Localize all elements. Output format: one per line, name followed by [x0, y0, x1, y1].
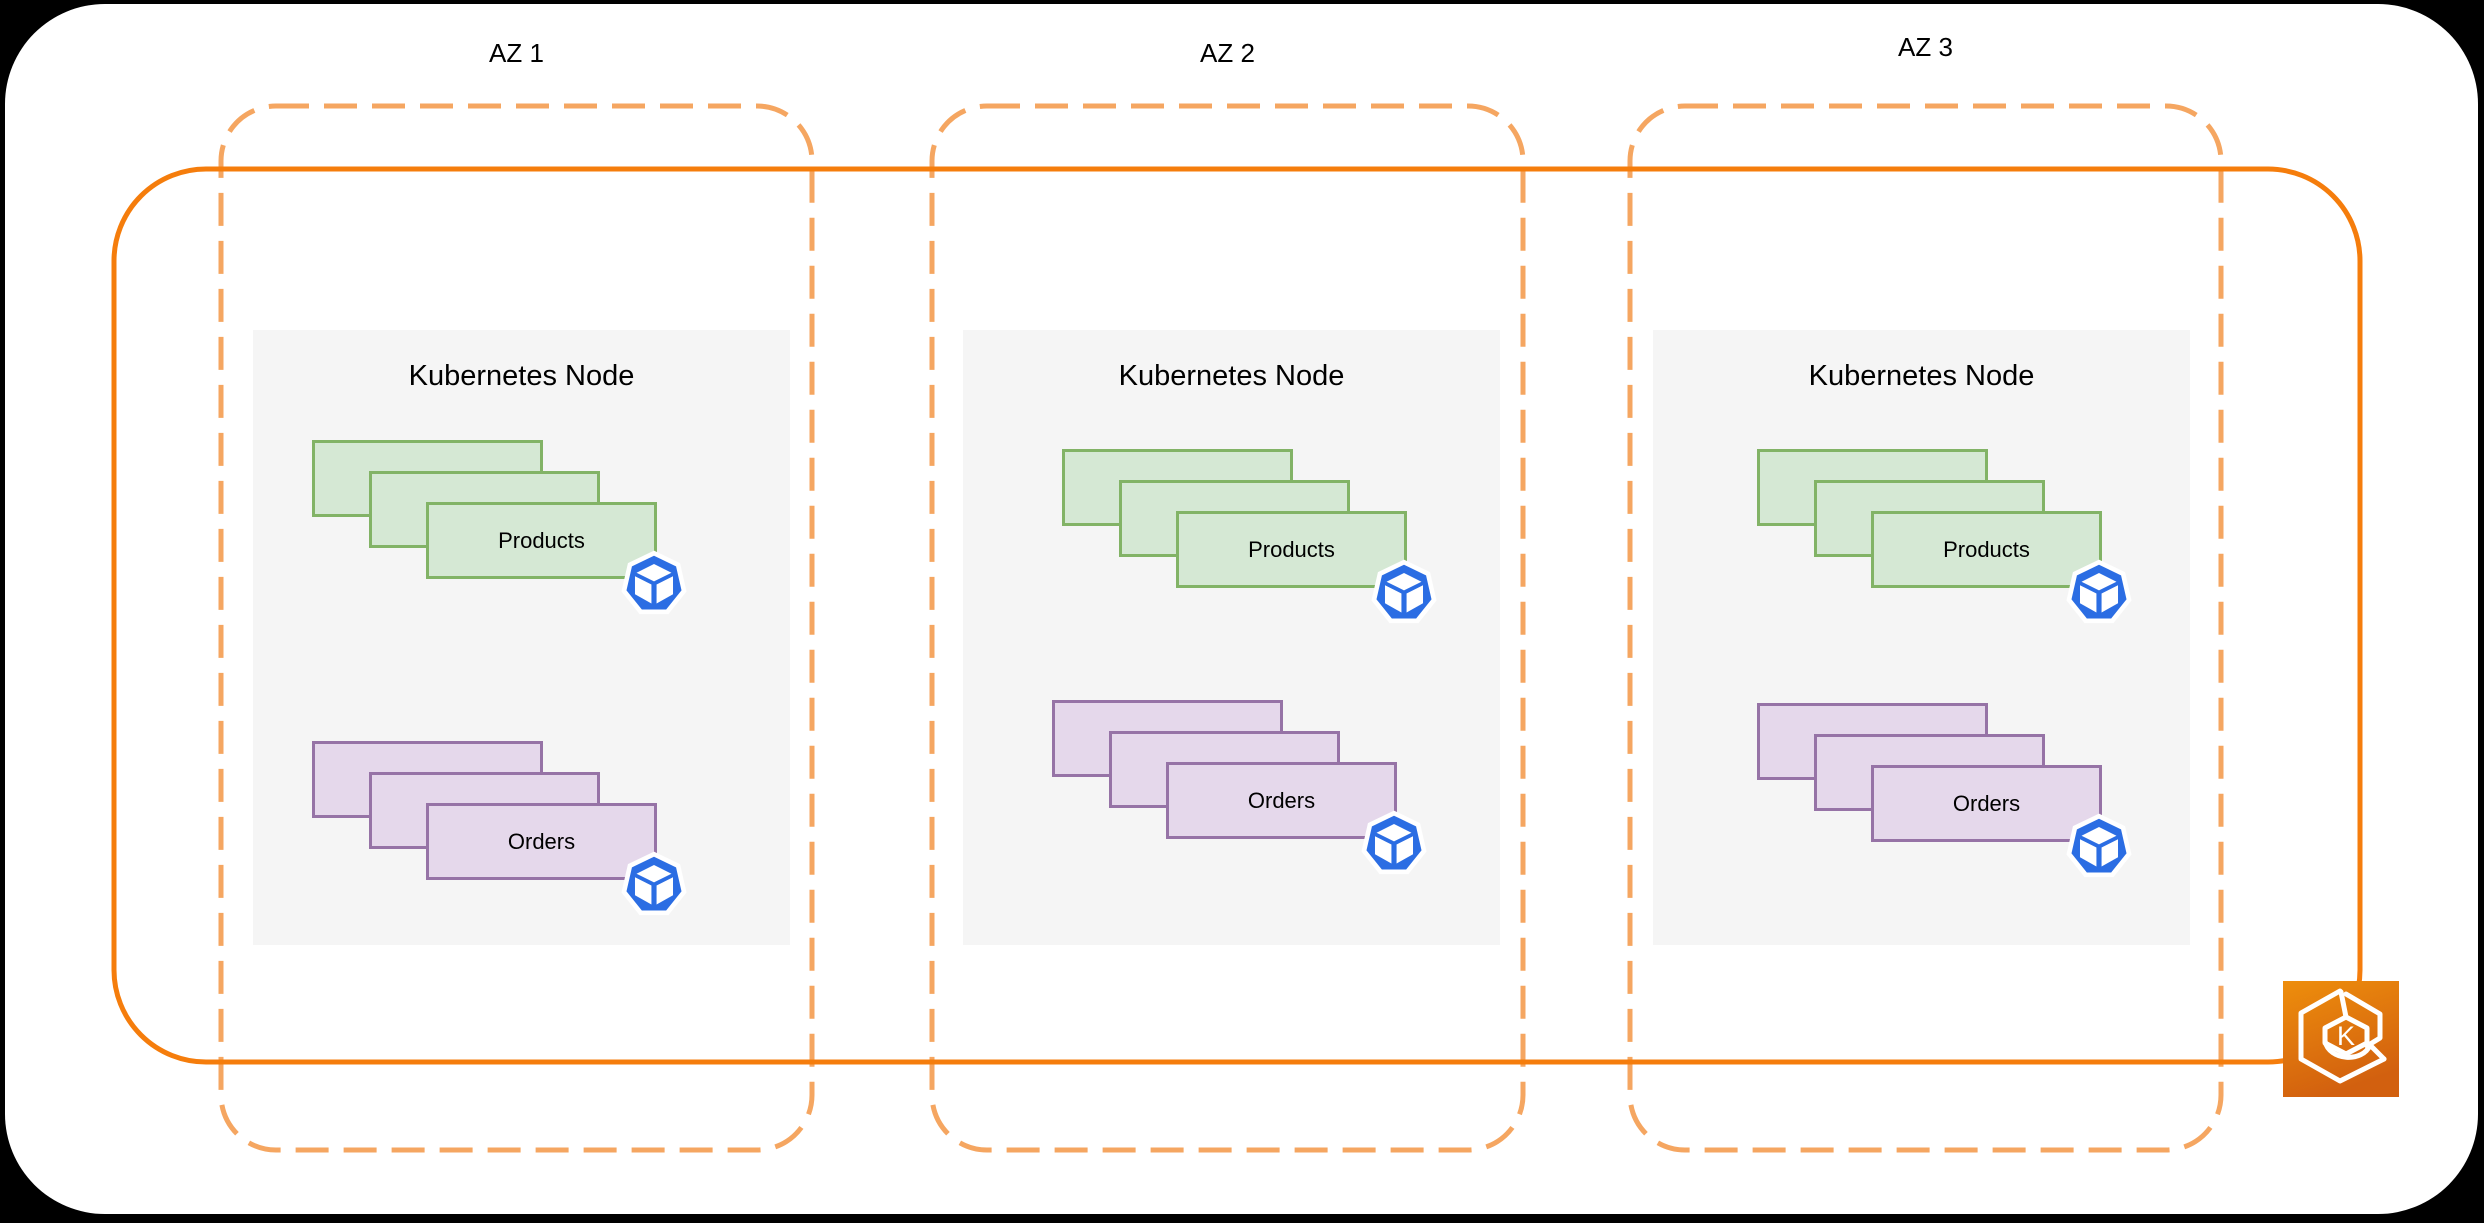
- eks-cluster-border: [111, 166, 2363, 1065]
- products-pod-stack-az1: Products: [312, 440, 694, 626]
- orders-pod-stack-az3: Orders: [1757, 703, 2139, 889]
- products-pod-stack-az3: Products: [1757, 449, 2139, 635]
- az-1-dashed-border: [218, 103, 815, 1153]
- az-2-label: AZ 2: [1200, 38, 1255, 68]
- pod-front-card: Orders: [1166, 762, 1397, 839]
- kubernetes-pod-icon: [617, 848, 691, 922]
- node-title: Kubernetes Node: [1808, 360, 2035, 392]
- eks-cube-edge: [2338, 989, 2349, 1020]
- pod-front-card: Products: [1176, 511, 1407, 588]
- pod-front-card: Orders: [1871, 765, 2102, 842]
- pod-front-card: Products: [426, 502, 657, 579]
- eks-hexagon-left: [2298, 988, 2387, 1084]
- kubernetes-pod-icon: [2062, 810, 2136, 884]
- products-pod-stack-az2: Products: [1062, 449, 1444, 635]
- pod-front-card: Orders: [426, 803, 657, 880]
- kubernetes-pod-icon: [1357, 807, 1431, 881]
- az-2-dashed-border: [929, 103, 1526, 1153]
- node-title: Kubernetes Node: [1118, 360, 1345, 392]
- orders-pod-stack-az2: Orders: [1052, 700, 1434, 886]
- kubernetes-pod-icon: [617, 547, 691, 621]
- az-3-label: AZ 3: [1898, 32, 1953, 62]
- orders-pod-stack-az1: Orders: [312, 741, 694, 927]
- kubernetes-pod-icon: [1367, 556, 1441, 630]
- eks-hexagon-right: [2343, 991, 2383, 1049]
- eks-inner-hexagon: [2322, 1014, 2370, 1057]
- az-1-label: AZ 1: [489, 38, 544, 68]
- az-3-dashed-border: [1627, 103, 2224, 1153]
- kubernetes-pod-icon: [2062, 556, 2136, 630]
- eks-service-icon: K: [2283, 981, 2399, 1097]
- eks-swoosh: [2322, 1038, 2387, 1062]
- pod-front-card: Products: [1871, 511, 2102, 588]
- node-title: Kubernetes Node: [408, 360, 635, 392]
- eks-k-letter: K: [2337, 1021, 2355, 1051]
